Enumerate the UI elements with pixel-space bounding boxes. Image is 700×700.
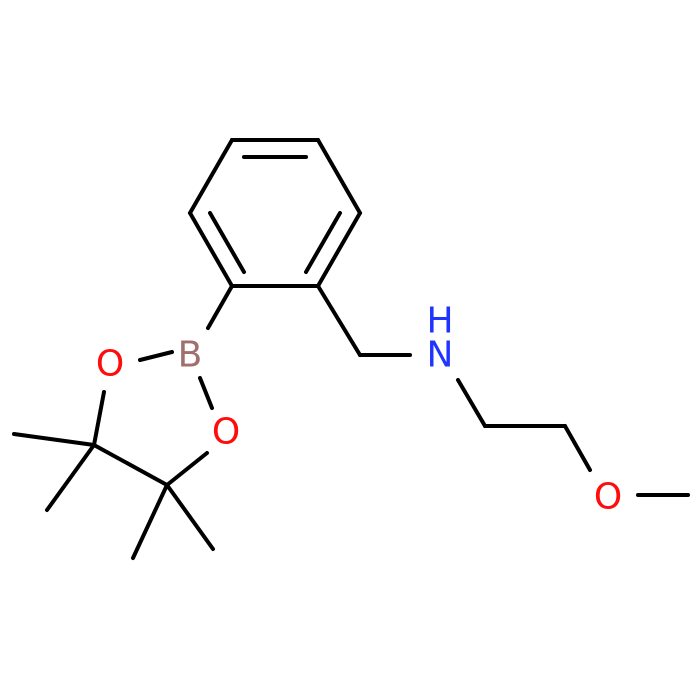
bond-ring-bottom-left <box>188 211 234 288</box>
bond-ring-top-right <box>316 138 362 215</box>
atom-oxygen-upper: O <box>96 344 124 385</box>
atom-oxygen-lower: O <box>212 412 240 453</box>
bond-boron-to-lower-oxygen <box>198 376 214 410</box>
atom-nitrogen-hydrogen: H <box>426 301 453 342</box>
bond-methyl-2 <box>45 443 96 512</box>
bond-methyl-4 <box>165 483 215 551</box>
bond-ring-to-ch2 <box>316 284 362 357</box>
bond-ring-inner-left <box>208 211 246 274</box>
atom-nitrogen: N <box>427 335 454 376</box>
bond-ch2-to-ether-oxygen <box>563 424 592 472</box>
bond-ring-inner-right <box>304 211 342 274</box>
bond-ring-top-left <box>188 138 234 215</box>
benzene-ring <box>188 138 362 288</box>
bond-lower-oxygen-to-carbon <box>165 451 209 487</box>
bond-ring-to-boron <box>206 284 234 330</box>
bond-nitrogen-to-ch2 <box>456 378 487 428</box>
bond-methyl-3 <box>131 483 169 560</box>
bond-ring-bottom-right <box>316 211 362 288</box>
bond-ring-carbon-carbon <box>92 443 169 487</box>
bond-methyl-1 <box>12 432 96 447</box>
atom-ether-oxygen: O <box>594 477 622 518</box>
bond-boron-to-upper-oxygen <box>138 350 174 362</box>
bond-upper-oxygen-to-carbon <box>92 390 106 447</box>
atom-boron: B <box>178 335 203 376</box>
